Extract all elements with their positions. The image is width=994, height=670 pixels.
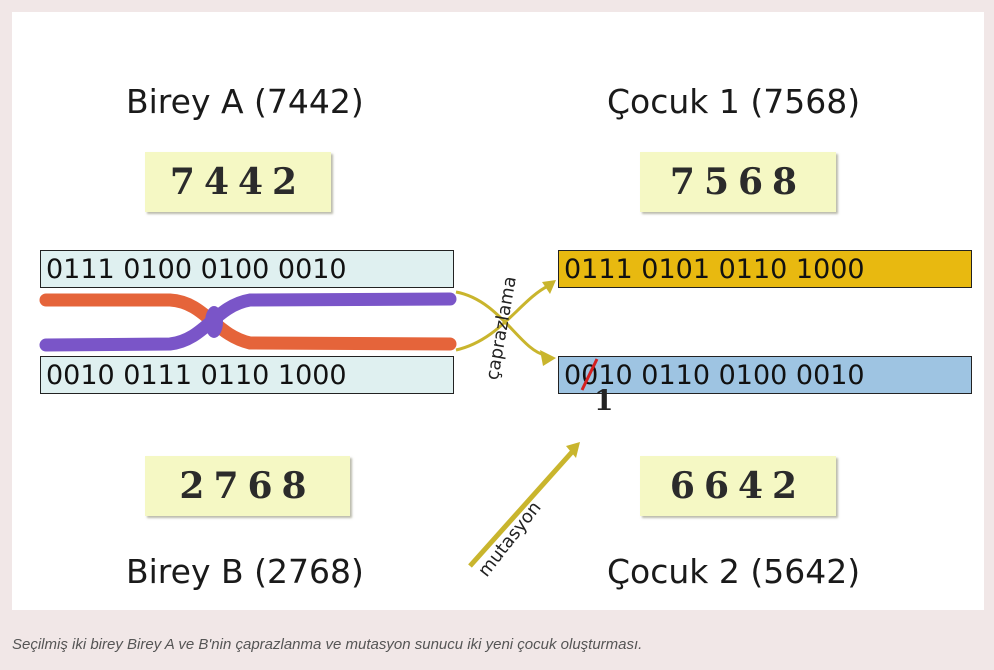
parent-a-bits: 0111 0100 0100 0010 [40,250,454,288]
mutation-arrow [468,450,574,568]
parent-b-digits: 2768 [145,456,350,516]
mutated-bit: 1 [594,384,614,417]
arrowhead-down-icon [540,350,556,366]
crossover-arrow-bottom [455,284,549,352]
child-1-title: Çocuk 1 (7568) [607,82,861,121]
arrowhead-up-icon [542,280,556,294]
parent-b-title: Birey B (2768) [126,552,364,591]
mutation-arrowhead-icon [566,442,580,458]
crossover-point [205,306,223,338]
child-2-title: Çocuk 2 (5642) [607,552,861,591]
crossover-arrow-top [455,290,546,357]
parent-b-bits: 0010 0111 0110 1000 [40,356,454,394]
child-2-digits: 6642 [640,456,836,516]
child-1-digits: 7568 [640,152,836,212]
strike-mark [580,358,599,391]
parent-a-digits: 7442 [145,152,331,212]
child-2-bits-rest: 10 0110 0100 0010 [598,360,865,391]
child-1-bits: 0111 0101 0110 1000 [558,250,972,288]
parent-a-title: Birey A (7442) [126,82,364,121]
child-2-bits: 0010 0110 0100 0010 [558,356,972,394]
figure-caption: Seçilmiş iki birey Birey A ve B'nin çapr… [12,636,643,653]
